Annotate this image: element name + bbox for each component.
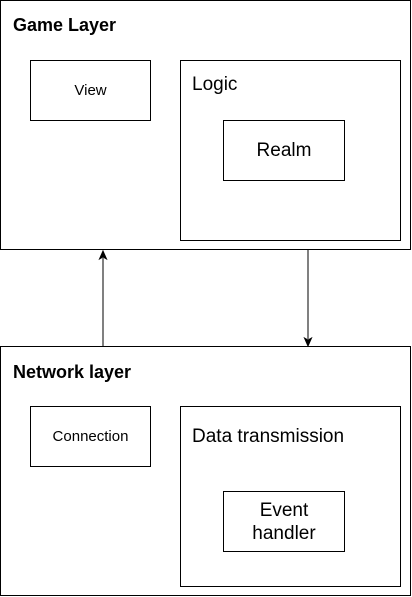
connection-label: Connection [52, 428, 129, 445]
game-layer-title: Game Layer [13, 15, 117, 35]
data-transmission-title: Data transmission [192, 426, 345, 447]
realm-box: Realm [223, 120, 345, 181]
network-layer-title: Network layer [13, 362, 132, 382]
arrow-network-to-game [98, 249, 108, 346]
logic-title: Logic [192, 74, 238, 95]
view-label: View [74, 82, 107, 99]
connection-box: Connection [30, 406, 151, 467]
realm-label: Realm [256, 139, 312, 161]
arrow-game-to-network [303, 250, 313, 348]
event-handler-label: Event handler [252, 499, 316, 544]
view-box: View [30, 60, 151, 121]
event-handler-box: Event handler [223, 491, 345, 552]
